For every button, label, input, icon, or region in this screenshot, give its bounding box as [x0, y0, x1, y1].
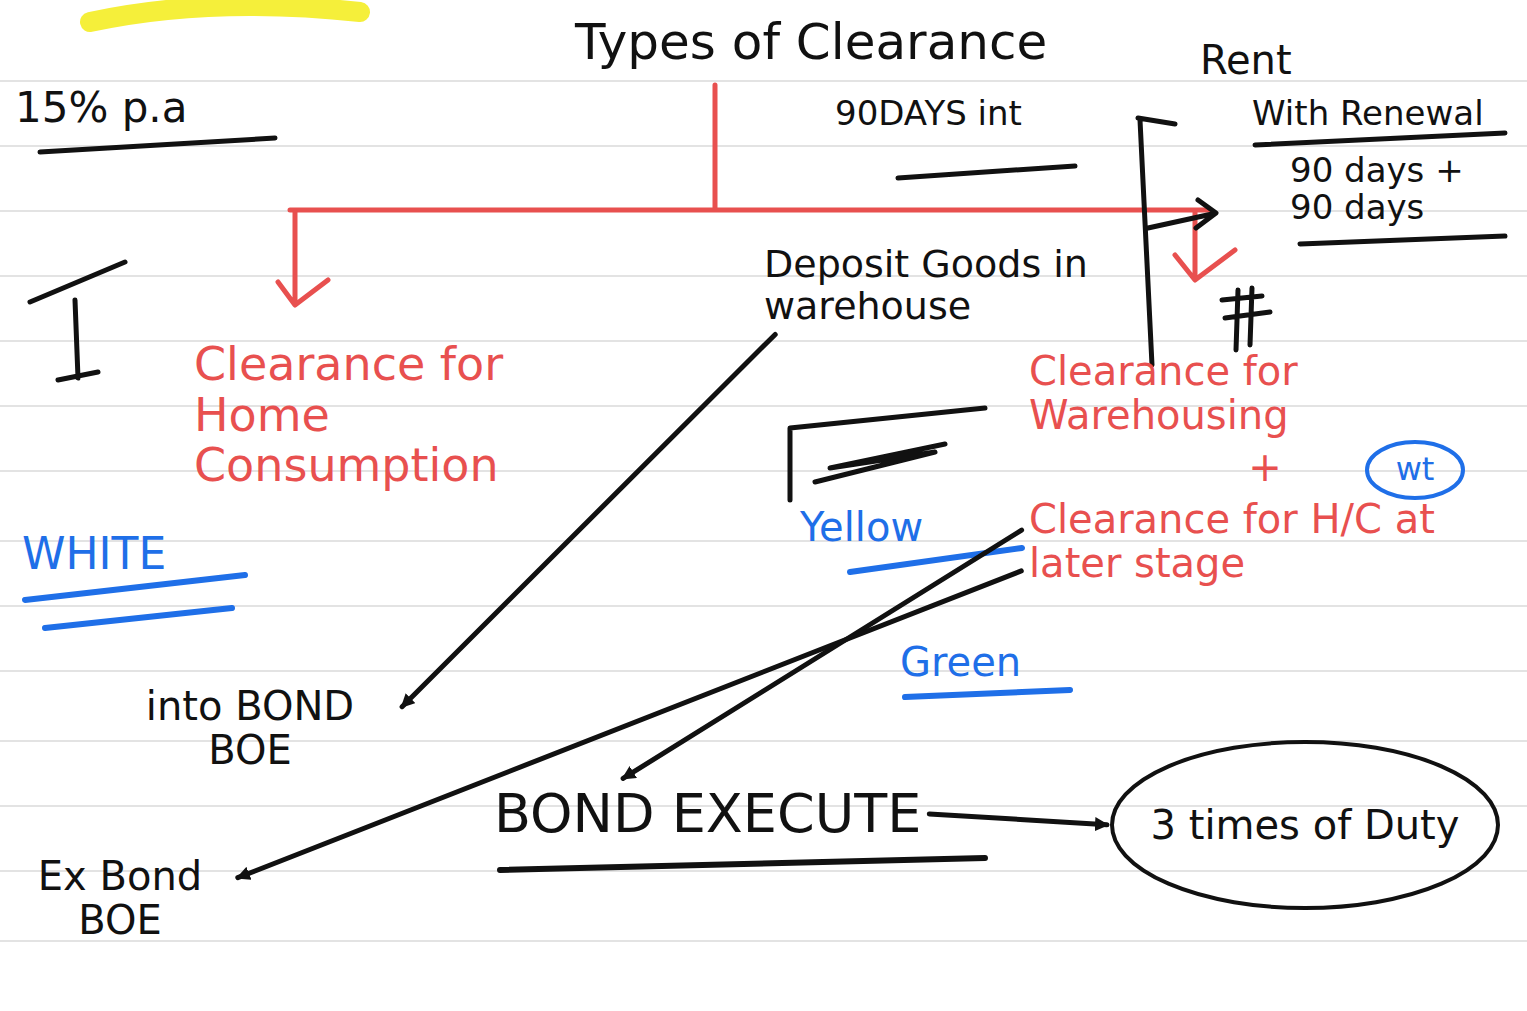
colour-note: Yellow	[800, 505, 923, 549]
interest-symbol	[30, 262, 125, 380]
underline	[898, 166, 1075, 178]
circled-note: 3 times of Duty	[1110, 740, 1500, 910]
node-text: Deposit Goods in warehouse	[764, 244, 1116, 328]
bond-heading: BOND EXECUTE	[490, 780, 925, 847]
underline	[40, 138, 275, 152]
underline	[1255, 133, 1505, 145]
side-note: With Renewal	[1252, 95, 1484, 132]
ellipse-stroke	[1367, 442, 1463, 498]
colour-note: Green	[900, 640, 1021, 684]
diagram-title: Types of Clearance	[575, 15, 1047, 70]
tree-branch	[290, 85, 1210, 210]
bracket	[1138, 118, 1216, 365]
ellipse-stroke	[1112, 742, 1498, 908]
underline	[25, 575, 245, 628]
node-text: BOND EXECUTE	[494, 784, 921, 843]
side-note: 90 days + 90 days	[1290, 152, 1515, 227]
circled-note: wt	[1365, 440, 1465, 500]
side-note: Rent	[1200, 38, 1292, 82]
document-text: Ex Bond BOE	[5, 850, 235, 946]
underline	[1300, 236, 1505, 244]
node-text: Clearance for Warehousing	[1029, 349, 1501, 437]
branch-heading: Clearance for Home Consumption	[190, 335, 530, 495]
document-text: into BOND BOE	[100, 680, 400, 776]
time-note: 90DAYS int	[835, 95, 1022, 132]
ruled-line	[0, 940, 1527, 942]
underline	[500, 858, 985, 870]
node-text: into BOND BOE	[104, 684, 396, 772]
step-text: Deposit Goods in warehouse	[760, 240, 1120, 332]
hash-mark	[1222, 288, 1270, 350]
node-text: Clearance for H/C at later stage	[1029, 497, 1501, 585]
flow-arrow	[623, 530, 1022, 778]
ruled-line	[0, 870, 1527, 872]
node-text: Clearance for Home Consumption	[194, 339, 526, 491]
underline	[905, 690, 1070, 697]
goods-sketch	[790, 408, 985, 500]
node-text: 3 times of Duty	[1151, 803, 1460, 847]
interest-note: 15% p.a	[15, 85, 187, 131]
node-text: Ex Bond BOE	[9, 854, 231, 942]
flow-arrow	[929, 814, 1107, 825]
colour-note: WHITE	[22, 530, 166, 578]
highlight-stroke	[90, 6, 360, 22]
flow-arrow	[238, 571, 1022, 878]
ruled-line	[0, 80, 1527, 82]
branch-arrow	[278, 212, 328, 305]
underline	[850, 548, 1022, 572]
node-text: wt	[1396, 452, 1435, 487]
ruled-line	[0, 275, 1527, 277]
